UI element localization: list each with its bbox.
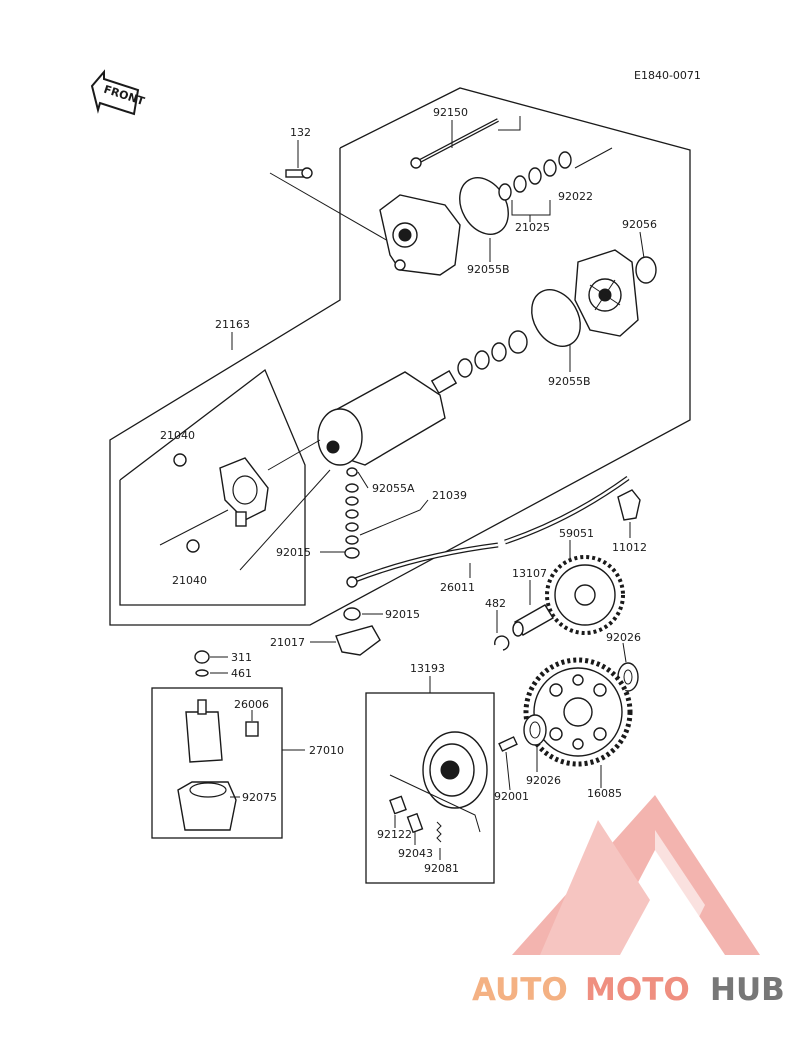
- nut-311: [194, 650, 210, 664]
- callout-21039: 21039: [432, 489, 467, 502]
- callout-92015-b: 92015: [385, 608, 420, 621]
- o-ring-92056: [635, 256, 657, 284]
- leader-92056: [639, 231, 645, 259]
- watermark-moto: MOTO: [585, 972, 690, 1008]
- bolt-bracket: [498, 116, 521, 131]
- callout-26006: 26006: [234, 698, 269, 711]
- bolt-92001: [498, 736, 518, 752]
- automotohub-logo-icon: [512, 795, 760, 955]
- fuse-26006: [245, 721, 259, 737]
- leader-21039: [359, 499, 429, 536]
- starter-cable-26011: [346, 475, 630, 588]
- assembly-frame-inner: [119, 368, 306, 606]
- screw-132: [285, 167, 313, 179]
- roller-92122: [389, 795, 407, 815]
- leader-brush-lower: [159, 509, 229, 546]
- callout-92055a: 92055A: [372, 482, 415, 495]
- leader-92022: [574, 147, 613, 169]
- watermark-hub: HUB: [710, 972, 785, 1008]
- leader-brush-upper: [267, 439, 321, 471]
- starter-clutch-13193: [422, 731, 488, 809]
- assembly-frame-upper: [109, 87, 691, 626]
- callout-21040-lower: 21040: [172, 574, 207, 587]
- spring-92081: [436, 821, 442, 843]
- rear-end-cover: [574, 249, 639, 337]
- gear-shaft-13107: [512, 604, 554, 637]
- starter-relay: [185, 699, 223, 763]
- relay-assembly-frame: [151, 687, 283, 839]
- callout-92056: 92056: [622, 218, 657, 231]
- armature-washers: [457, 330, 528, 378]
- callout-21017: 21017: [270, 636, 305, 649]
- watermark-text: AUTO MOTO HUB: [472, 972, 785, 1008]
- callout-13107: 13107: [512, 567, 547, 580]
- front-cover-housing: [379, 194, 461, 276]
- callout-92075: 92075: [242, 791, 277, 804]
- leader-92001: [505, 751, 511, 791]
- terminal-boot-11012: [617, 489, 641, 521]
- watermark-auto: AUTO: [472, 972, 568, 1008]
- front-arrow-icon: FRONT: [90, 69, 147, 116]
- callout-92055b-lower: 92055B: [548, 375, 591, 388]
- nut-92015-lower: [343, 607, 361, 621]
- callout-11012: 11012: [612, 541, 647, 554]
- o-ring-92055b-upper: [459, 177, 509, 235]
- callout-21025: 21025: [515, 221, 550, 234]
- callout-92122: 92122: [377, 828, 412, 841]
- callout-132: 132: [290, 126, 311, 139]
- callout-461: 461: [231, 667, 252, 680]
- terminal-washer-stack: [344, 467, 360, 559]
- callout-92043: 92043: [398, 847, 433, 860]
- leader-92055a: [357, 471, 369, 489]
- callout-26011: 26011: [440, 581, 475, 594]
- callout-16085: 16085: [587, 787, 622, 800]
- callout-92081: 92081: [424, 862, 459, 875]
- callout-21040-upper: 21040: [160, 429, 195, 442]
- bracket-rollers: [389, 774, 481, 833]
- callout-27010: 27010: [309, 744, 344, 757]
- callout-92015-a: 92015: [276, 546, 311, 559]
- leader-132-to-cover: [269, 172, 396, 246]
- callout-92150: 92150: [433, 106, 468, 119]
- callout-92026-lower: 92026: [526, 774, 561, 787]
- shim-washers-21025: [498, 151, 572, 201]
- brush-spring-upper: [173, 453, 187, 467]
- washer-461: [195, 669, 209, 677]
- leader-92026-upper: [622, 642, 627, 663]
- brush-plate: [219, 457, 269, 527]
- o-ring-92055b-lower: [531, 289, 581, 347]
- callout-59051: 59051: [559, 527, 594, 540]
- relay-cover-92075: [177, 781, 237, 831]
- circlip-482: [494, 635, 510, 651]
- callout-92022: 92022: [558, 190, 593, 203]
- callout-92026-upper: 92026: [606, 631, 641, 644]
- callout-92001: 92001: [494, 790, 529, 803]
- boot-21017: [335, 625, 381, 656]
- callout-13193: 13193: [410, 662, 445, 675]
- callout-311: 311: [231, 651, 252, 664]
- starter-motor-yoke: [317, 369, 458, 466]
- leader-brush-plate: [239, 469, 331, 571]
- through-bolt-92150: [410, 118, 499, 169]
- brush-spring-lower: [186, 539, 200, 553]
- plunger-92043: [406, 812, 424, 834]
- bracket-21025: [511, 200, 551, 216]
- starter-clutch-gear-16085: [523, 657, 633, 767]
- callout-482: 482: [485, 597, 506, 610]
- callout-92055b-upper: 92055B: [467, 263, 510, 276]
- diagram-code: E1840-0071: [634, 69, 701, 82]
- callout-21163: 21163: [215, 318, 250, 331]
- idle-gear-59051: [545, 555, 625, 635]
